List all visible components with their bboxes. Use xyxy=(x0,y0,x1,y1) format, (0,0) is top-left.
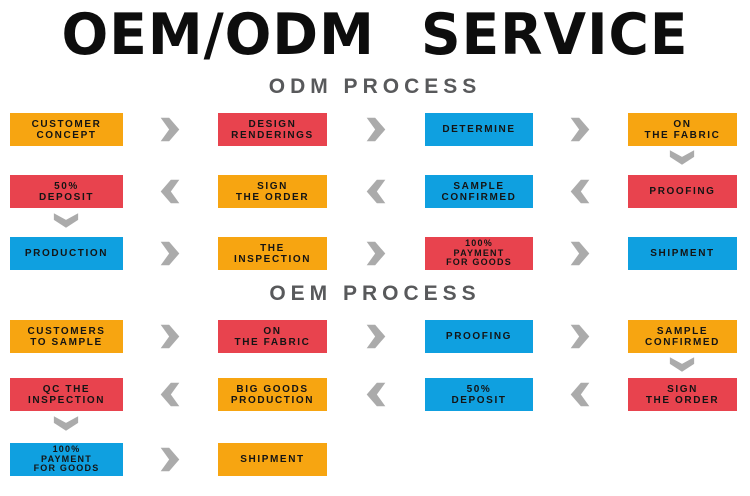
arrow-left-icon xyxy=(569,178,591,205)
box-line: PAYMENT xyxy=(41,453,92,464)
arrow-right-icon xyxy=(569,240,591,267)
odm-step-100-payment-for-goods: 100% PAYMENT FOR GOODS xyxy=(425,237,533,270)
arrow-left-icon xyxy=(159,178,181,205)
oem-step-qc-the-inspection: QC THE INSPECTION xyxy=(10,378,123,411)
odm-step-sign-the-order: SIGN THE ORDER xyxy=(218,175,327,208)
box-line: BIG GOODS xyxy=(236,383,309,395)
arrow-right-icon xyxy=(365,323,387,350)
box-line: 50% xyxy=(54,180,79,192)
box-line: DETERMINE xyxy=(442,124,516,135)
arrow-down-icon xyxy=(52,415,80,432)
box-line: 50% xyxy=(466,383,492,395)
arrow-right-icon xyxy=(159,446,181,473)
odm-step-design-renderings: DESIGN RENDERINGS xyxy=(218,113,327,146)
box-line: PROOFING xyxy=(649,186,716,197)
box-line: SIGN xyxy=(257,180,288,192)
page-title: OEM/ODM SERVICE xyxy=(61,0,689,68)
odm-step-proofing: PROOFING xyxy=(628,175,737,208)
box-line: ON xyxy=(263,325,282,337)
odm-step-sample-confirmed: SAMPLE CONFIRMED xyxy=(425,175,533,208)
arrow-right-icon xyxy=(159,240,181,267)
box-line: QC THE xyxy=(42,383,91,395)
arrow-right-icon xyxy=(159,323,181,350)
box-line: CONFIRMED xyxy=(645,336,720,348)
box-line: INSPECTION xyxy=(233,253,312,265)
arrow-down-icon xyxy=(668,149,696,166)
box-line: 100% xyxy=(465,238,493,249)
odm-step-shipment: SHIPMENT xyxy=(628,237,737,270)
box-line: SIGN xyxy=(667,383,698,395)
box-line: ON xyxy=(673,118,692,130)
odm-step-50-deposit: 50% DEPOSIT xyxy=(10,175,123,208)
box-line: INSPECTION xyxy=(27,394,106,406)
box-line: CUSTOMER xyxy=(31,118,102,130)
oem-step-on-the-fabric: ON THE FABRIC xyxy=(218,320,327,353)
oem-process-heading: OEM PROCESS xyxy=(269,282,481,305)
odm-process-heading: ODM PROCESS xyxy=(268,75,482,98)
box-line: SAMPLE xyxy=(656,325,709,337)
arrow-down-icon xyxy=(668,356,696,373)
odm-step-on-the-fabric: ON THE FABRIC xyxy=(628,113,737,146)
box-line: DEPOSIT xyxy=(451,394,507,406)
arrow-right-icon xyxy=(365,240,387,267)
arrow-right-icon xyxy=(569,116,591,143)
oem-step-proofing: PROOFING xyxy=(425,320,533,353)
odm-step-the-inspection: THE INSPECTION xyxy=(218,237,327,270)
box-line: PRODUCTION xyxy=(230,394,315,406)
box-line: THE FABRIC xyxy=(234,336,311,348)
box-line: PAYMENT xyxy=(453,247,505,258)
oem-step-shipment: SHIPMENT xyxy=(218,443,327,476)
box-line: PROOFING xyxy=(445,331,513,342)
box-line: RENDERINGS xyxy=(231,129,314,141)
box-line: CUSTOMERS xyxy=(27,325,106,337)
box-line: SHIPMENT xyxy=(650,248,715,259)
box-line: FOR GOODS xyxy=(446,257,512,268)
odm-step-production: PRODUCTION xyxy=(10,237,123,270)
box-line: DESIGN xyxy=(248,118,297,130)
box-line: DEPOSIT xyxy=(38,191,95,203)
oem-step-50-deposit: 50% DEPOSIT xyxy=(425,378,533,411)
oem-step-100-payment-for-goods: 100% PAYMENT FOR GOODS xyxy=(10,443,123,476)
oem-step-big-goods-production: BIG GOODS PRODUCTION xyxy=(218,378,327,411)
box-line: THE ORDER xyxy=(235,191,310,203)
box-line: SHIPMENT xyxy=(240,454,305,465)
arrow-down-icon xyxy=(52,212,80,229)
box-line: CONFIRMED xyxy=(441,191,517,203)
arrow-left-icon xyxy=(159,381,181,408)
box-line: CONCEPT xyxy=(36,129,97,141)
oem-step-sample-confirmed: SAMPLE CONFIRMED xyxy=(628,320,737,353)
box-line: PRODUCTION xyxy=(24,248,109,259)
arrow-left-icon xyxy=(365,381,387,408)
oem-step-customers-to-sample: CUSTOMERS TO SAMPLE xyxy=(10,320,123,353)
box-line: THE xyxy=(260,242,285,254)
arrow-left-icon xyxy=(365,178,387,205)
arrow-right-icon xyxy=(569,323,591,350)
arrow-right-icon xyxy=(159,116,181,143)
arrow-right-icon xyxy=(365,116,387,143)
box-line: TO SAMPLE xyxy=(30,336,103,348)
box-line: THE ORDER xyxy=(645,394,720,406)
box-line: 100% xyxy=(52,444,81,455)
box-line: FOR GOODS xyxy=(33,463,100,474)
odm-step-customer-concept: CUSTOMER CONCEPT xyxy=(10,113,123,146)
box-line: SAMPLE xyxy=(453,180,505,192)
arrow-left-icon xyxy=(569,381,591,408)
odm-step-determine: DETERMINE xyxy=(425,113,533,146)
oem-step-sign-the-order: SIGN THE ORDER xyxy=(628,378,737,411)
box-line: THE FABRIC xyxy=(644,129,721,141)
